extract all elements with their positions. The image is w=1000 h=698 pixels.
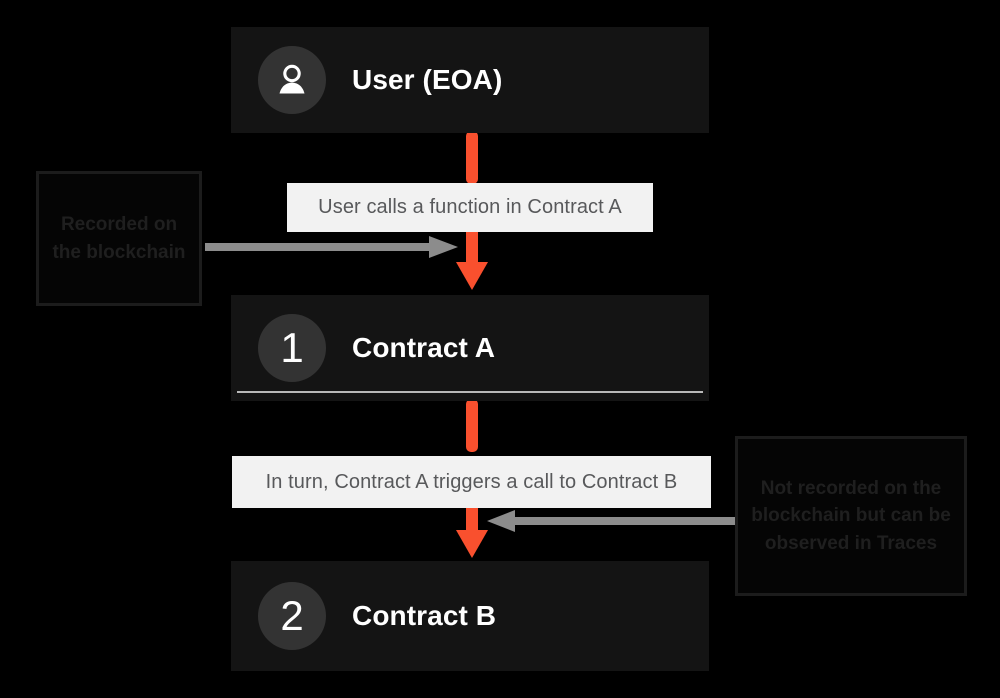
node-user-label: User (EOA) <box>352 64 503 95</box>
caption-text: In turn, Contract A triggers a call to C… <box>265 470 678 493</box>
annotation-text: Recorded on the blockchain <box>52 213 186 263</box>
annotation-recorded-on-blockchain: Recorded on the blockchain <box>36 171 202 306</box>
node-user[interactable]: User (EOA) <box>231 27 709 133</box>
node-contract-b[interactable]: 2 Contract B <box>231 561 709 671</box>
node-contract-a-label: Contract A <box>352 332 496 363</box>
step-badge-1: 1 <box>258 314 326 382</box>
right-arrow-icon <box>205 236 458 258</box>
person-icon <box>258 46 326 114</box>
caption-user-calls-contract-a: User calls a function in Contract A <box>287 183 653 232</box>
node-contract-a[interactable]: 1 Contract A <box>231 295 709 401</box>
step-number: 1 <box>280 324 304 371</box>
annotation-text: Not recorded on the blockchain but can b… <box>751 477 951 554</box>
node-contract-b-label: Contract B <box>352 600 497 631</box>
arrow-user-to-contract-a <box>456 131 488 290</box>
caption-contract-a-calls-contract-b: In turn, Contract A triggers a call to C… <box>232 456 711 508</box>
left-arrow-icon <box>487 510 739 532</box>
step-number: 2 <box>280 592 304 639</box>
step-badge-2: 2 <box>258 582 326 650</box>
annotation-not-recorded-traces: Not recorded on the blockchain but can b… <box>735 436 967 596</box>
arrow-contract-a-to-contract-b <box>456 399 488 558</box>
caption-text: User calls a function in Contract A <box>318 196 622 218</box>
